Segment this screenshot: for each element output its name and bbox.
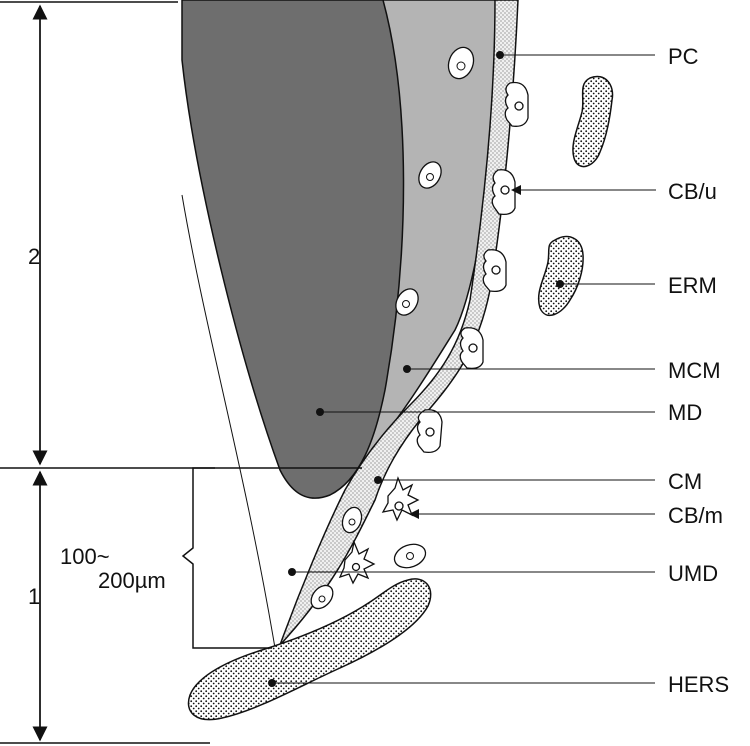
label-hers: HERS xyxy=(668,672,729,697)
label-cbu: CB/u xyxy=(668,179,717,204)
range-label-line2: 200µm xyxy=(98,568,166,593)
epithelial-rest-lower xyxy=(537,235,584,317)
range-label-line1: 100~ xyxy=(60,544,110,569)
label-erm: ERM xyxy=(668,273,717,298)
label-cm: CM xyxy=(668,469,702,494)
label-umd: UMD xyxy=(668,561,718,586)
dentin-region xyxy=(181,0,405,499)
range-bracket xyxy=(181,467,272,649)
cementocytes xyxy=(310,46,475,610)
leader-lines xyxy=(268,51,656,687)
zone-1-label: 1 xyxy=(28,584,40,609)
hers-region xyxy=(187,578,432,721)
label-cbm: CB/m xyxy=(668,503,723,528)
label-md: MD xyxy=(668,400,702,425)
zone-2-label: 2 xyxy=(28,244,40,269)
label-pc: PC xyxy=(668,44,699,69)
label-mcm: MCM xyxy=(668,358,721,383)
pulp-boundary-line xyxy=(181,194,276,649)
epithelial-rest-upper xyxy=(572,75,614,168)
